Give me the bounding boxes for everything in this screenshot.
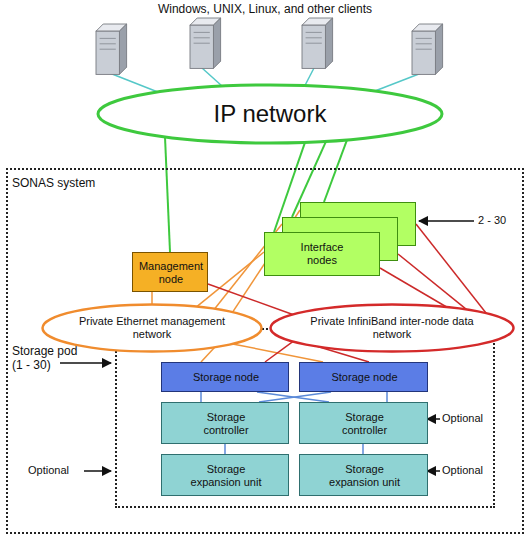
server-slot [100, 38, 116, 39]
text-holder: Private Ethernet management network [40, 302, 264, 354]
server-slot [100, 49, 116, 50]
server-slot [416, 43, 432, 44]
network-link [324, 140, 347, 202]
server-icon [412, 24, 443, 74]
server-side [325, 18, 332, 68]
server-slot [100, 43, 116, 44]
expansion-box: Storage expansion unit [161, 454, 289, 496]
storage-node-box: Storage node [299, 362, 428, 392]
node-label: Management node [134, 260, 208, 286]
server-slot [416, 49, 432, 50]
network-link [165, 137, 170, 252]
server-slot [306, 32, 322, 33]
text-holder: Storage controller [300, 403, 429, 445]
server-slot [306, 43, 322, 44]
text-holder: Storage pod (1 - 30) [12, 344, 84, 373]
network-link [200, 392, 202, 402]
stack-outline [264, 202, 416, 276]
network-link [259, 392, 331, 402]
server-icon [190, 18, 221, 68]
node-label: Private Ethernet management network [77, 315, 227, 341]
node-label: Storage node [331, 371, 397, 384]
network-ellipse: Private InfiniBand inter-node data netwo… [268, 302, 516, 354]
pod-boundary: Storage pod (1 - 30)Storage nodeStorage … [115, 328, 495, 508]
option-note: Optional [442, 464, 483, 477]
clients-caption: Windows, UNIX, Linux, and other clients [0, 2, 530, 16]
node-label: Interface nodes [290, 241, 354, 267]
server-icon [302, 18, 333, 68]
ellipse-shape [271, 305, 514, 352]
server-slot [306, 37, 322, 38]
callout-arrow [427, 470, 440, 472]
text-holder: Storage expansion unit [300, 455, 429, 497]
node-label: Private InfiniBand inter-node data netwo… [307, 315, 477, 341]
ellipse-shape [98, 85, 442, 143]
text-holder: Storage expansion unit [162, 455, 290, 497]
node-label: Storage controller [191, 411, 261, 437]
text-holder: IP network [95, 82, 445, 146]
server-slot [416, 38, 432, 39]
expansion-box: Storage expansion unit [299, 454, 428, 496]
server-side [435, 24, 442, 74]
network-link [224, 444, 226, 454]
text-holder: Storage controller [162, 403, 290, 445]
server-side [213, 18, 220, 68]
callout-arrow [84, 470, 111, 472]
text-holder: Management node [133, 253, 209, 293]
network-ellipse: Private Ethernet management network [40, 302, 264, 354]
network-link [380, 268, 447, 307]
group-heading: SONAS system [12, 176, 95, 190]
server-front [190, 25, 213, 68]
server-front [302, 25, 325, 68]
network-ellipse: IP network [95, 82, 445, 146]
network-link [416, 224, 486, 313]
controller-box: Storage controller [161, 402, 289, 444]
stacked-card [265, 233, 380, 276]
controller-box: Storage controller [299, 402, 428, 444]
node-label: Storage expansion unit [323, 463, 407, 489]
node-label: Storage expansion unit [184, 463, 268, 489]
callout-arrow [60, 362, 111, 364]
management-box: Management node [132, 252, 208, 292]
text-holder: Interface nodes [264, 232, 380, 276]
node-label: Storage node [193, 371, 259, 384]
option-note: Optional [28, 464, 69, 477]
callout-arrow [419, 220, 474, 222]
ellipse-shape [43, 305, 262, 352]
network-link [362, 444, 364, 454]
node-label: IP network [214, 100, 327, 129]
text-holder: SONAS system [12, 176, 152, 190]
server-slot [194, 43, 210, 44]
server-side [119, 24, 126, 74]
server-front [96, 31, 119, 74]
network-link [386, 392, 388, 402]
server-icon [96, 24, 127, 74]
network-link [265, 342, 293, 362]
text-holder: Private InfiniBand inter-node data netwo… [268, 302, 516, 354]
text-holder: Storage node [162, 363, 290, 393]
server-slot [194, 37, 210, 38]
callout-arrow [427, 418, 440, 420]
option-note: Optional [442, 412, 483, 425]
system-boundary: SONAS systemManagement node Interface nod… [6, 168, 524, 534]
server-front [412, 31, 435, 74]
node-label: Storage controller [330, 411, 400, 437]
server-slot [194, 32, 210, 33]
storage-node-box: Storage node [161, 362, 289, 392]
group-heading: Storage pod (1 - 30) [12, 344, 84, 373]
interface-stack: Interface nodes [264, 202, 416, 276]
text-holder: Storage node [300, 363, 429, 393]
network-link [398, 254, 466, 309]
callout-number: 2 - 30 [478, 214, 506, 227]
network-link [151, 292, 153, 305]
